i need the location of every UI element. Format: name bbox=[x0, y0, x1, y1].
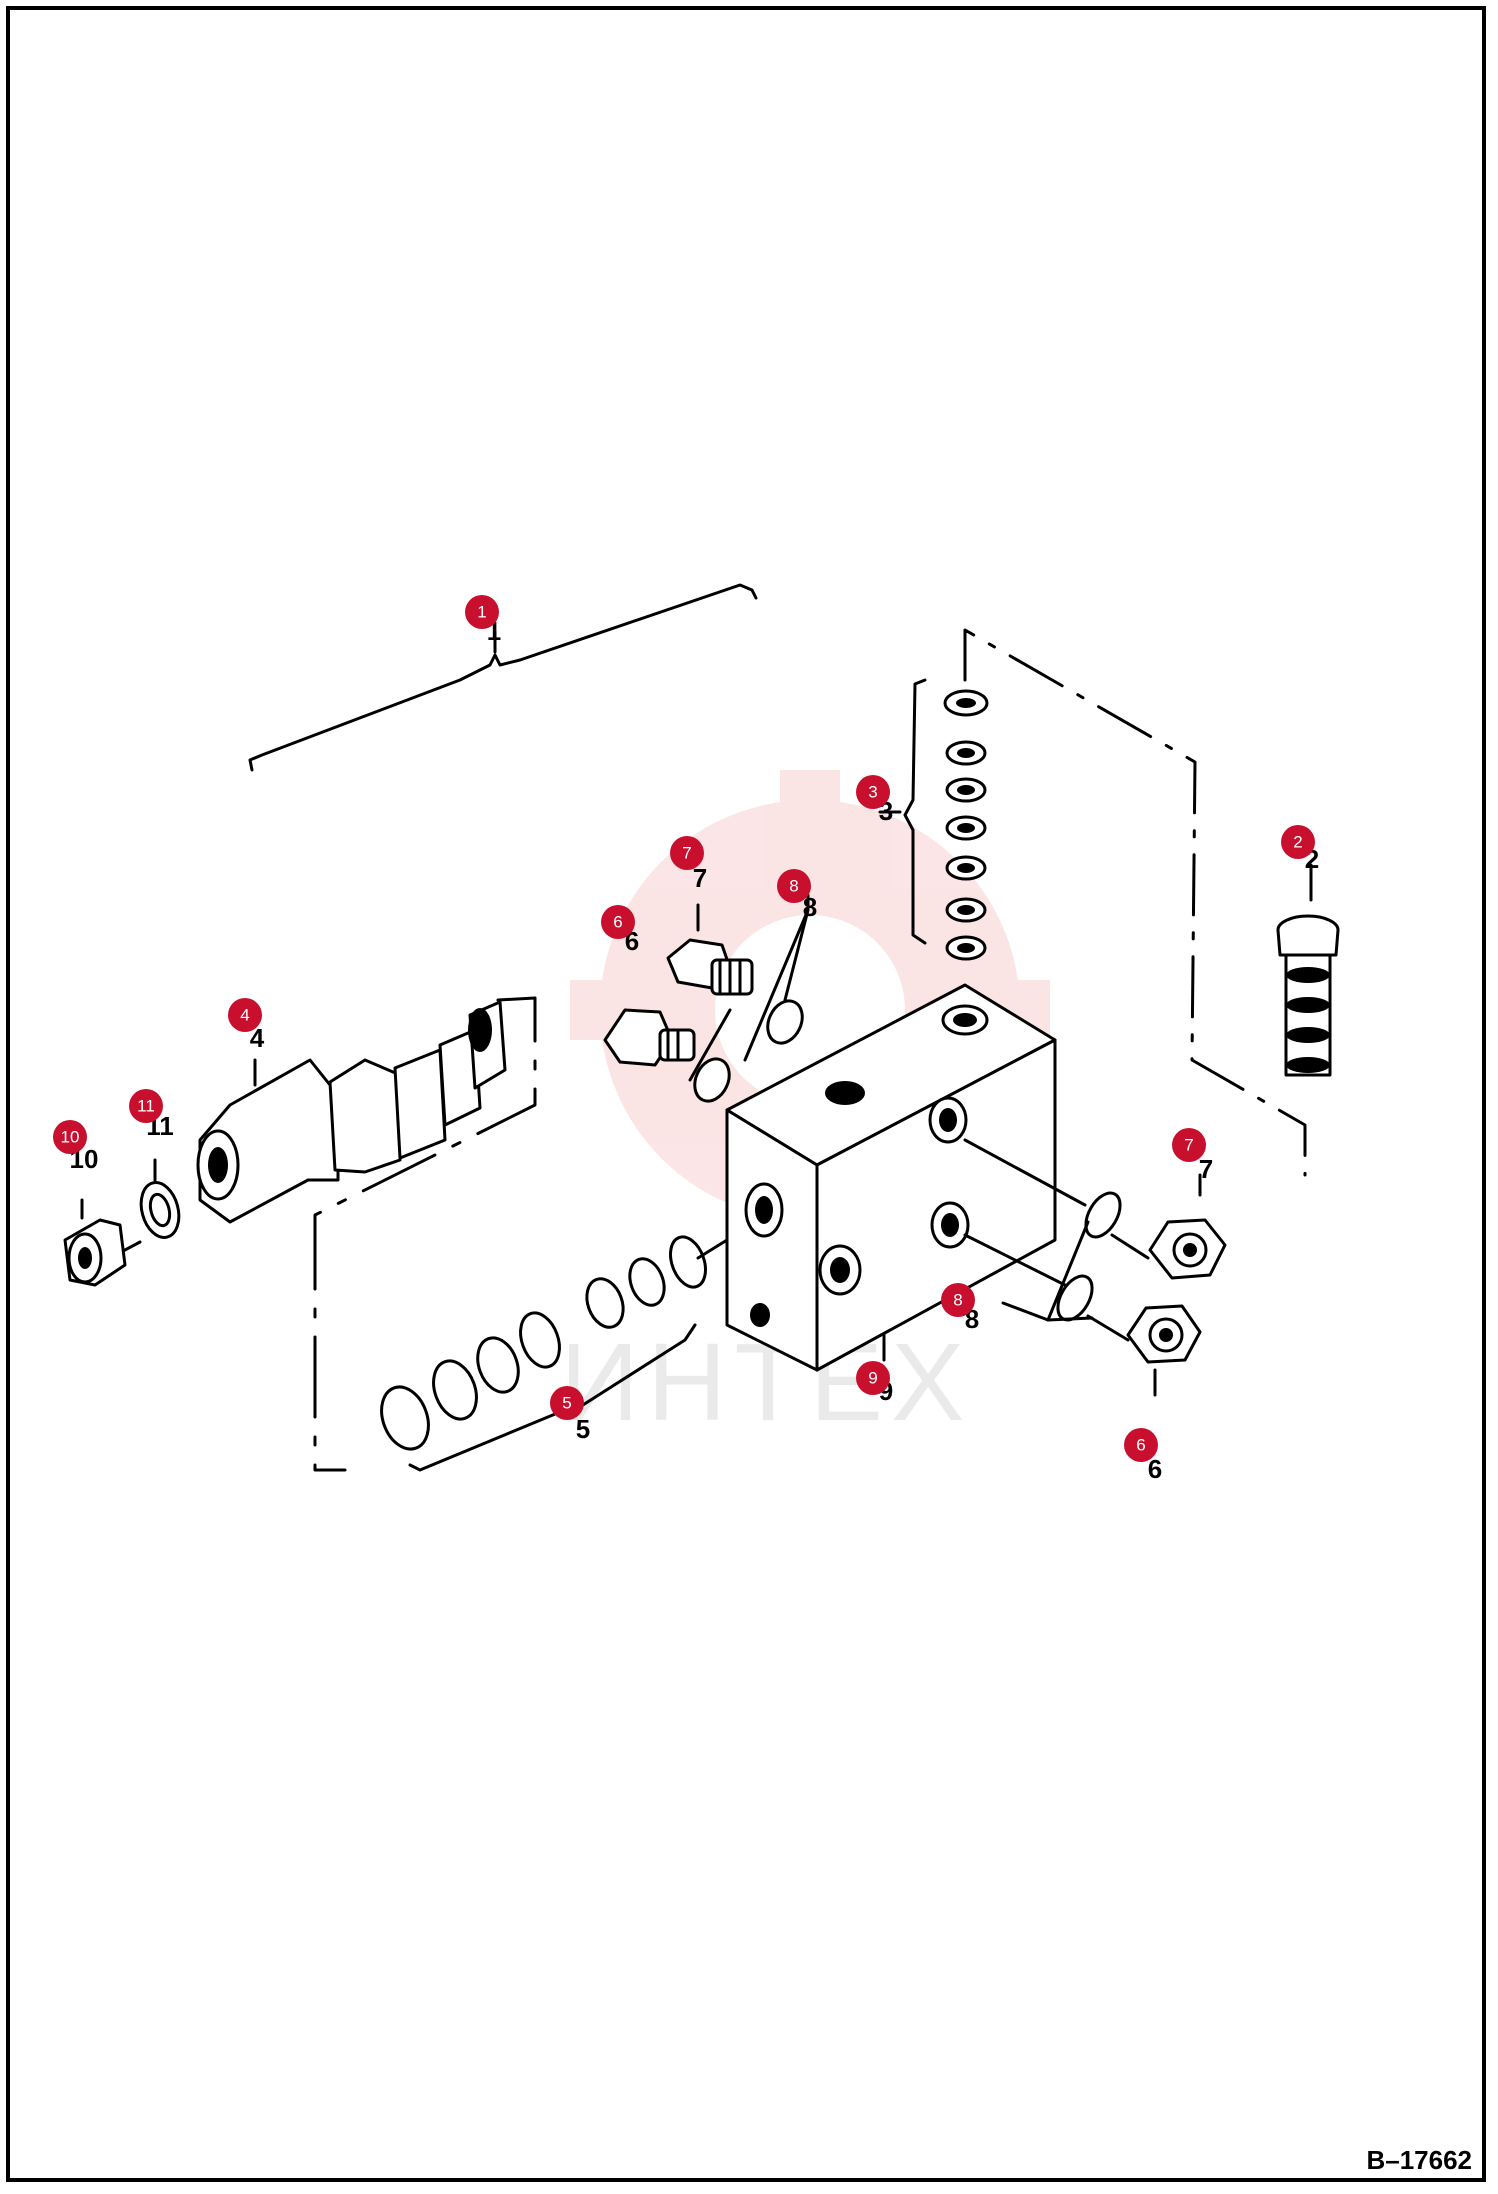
callout-2[interactable]: 2 bbox=[1281, 825, 1315, 859]
callout-3[interactable]: 3 bbox=[856, 775, 890, 809]
svg-text:2: 2 bbox=[1293, 833, 1302, 852]
o-rings-8-upper bbox=[688, 893, 810, 1103]
svg-text:1: 1 bbox=[477, 603, 486, 622]
plug-10 bbox=[63, 1198, 142, 1287]
dashed-frame-right bbox=[963, 628, 1307, 1177]
svg-text:6: 6 bbox=[1136, 1436, 1145, 1455]
svg-text:7: 7 bbox=[682, 844, 691, 863]
seal-set-5 bbox=[380, 1235, 729, 1472]
callout-1[interactable]: 1 bbox=[465, 595, 499, 629]
callout-7-upper[interactable]: 7 bbox=[670, 836, 704, 870]
right-fittings bbox=[963, 1138, 1227, 1397]
callout-8-upper[interactable]: 8 bbox=[777, 869, 811, 903]
svg-text:4: 4 bbox=[240, 1006, 249, 1025]
part-number-4: 4 bbox=[250, 1023, 265, 1053]
callout-11[interactable]: 11 bbox=[129, 1089, 163, 1123]
svg-text:8: 8 bbox=[953, 1291, 962, 1310]
callout-8-lower[interactable]: 8 bbox=[941, 1283, 975, 1317]
relief-valve-4 bbox=[196, 996, 537, 1472]
callout-5[interactable]: 5 bbox=[550, 1386, 584, 1420]
part-number-7-upper: 7 bbox=[693, 863, 707, 893]
seal-kit-bracket-3 bbox=[903, 678, 927, 945]
part-number-7-right: 7 bbox=[1199, 1154, 1213, 1184]
callout-7-right[interactable]: 7 bbox=[1172, 1128, 1206, 1162]
svg-text:5: 5 bbox=[562, 1394, 571, 1413]
callout-10[interactable]: 10 bbox=[53, 1120, 87, 1154]
callout-6-upper[interactable]: 6 bbox=[601, 905, 635, 939]
plug-7-upper bbox=[666, 903, 754, 996]
svg-text:10: 10 bbox=[61, 1128, 80, 1147]
seal-stack-3 bbox=[943, 689, 989, 961]
svg-text:11: 11 bbox=[137, 1097, 155, 1116]
assembly-bracket-1 bbox=[248, 583, 758, 772]
svg-text:6: 6 bbox=[613, 913, 622, 932]
svg-text:3: 3 bbox=[868, 783, 877, 802]
plug-6-upper bbox=[603, 1008, 696, 1067]
part-number-8-upper: 8 bbox=[803, 892, 817, 922]
diagram-reference-id: B–17662 bbox=[1366, 2145, 1472, 2175]
callout-6-lower[interactable]: 6 bbox=[1124, 1428, 1158, 1462]
o-ring-11 bbox=[139, 1158, 181, 1239]
cartridge-valve-2 bbox=[1276, 863, 1340, 1077]
callout-9[interactable]: 9 bbox=[856, 1361, 890, 1395]
part-number-6-lower: 6 bbox=[1148, 1454, 1162, 1484]
valve-body-block-9 bbox=[725, 983, 1057, 1372]
svg-text:7: 7 bbox=[1184, 1136, 1193, 1155]
part-number-5: 5 bbox=[576, 1414, 590, 1444]
svg-text:9: 9 bbox=[868, 1369, 877, 1388]
diagram-frame bbox=[6, 6, 1486, 2182]
callout-4[interactable]: 4 bbox=[228, 998, 262, 1032]
svg-text:8: 8 bbox=[789, 877, 798, 896]
